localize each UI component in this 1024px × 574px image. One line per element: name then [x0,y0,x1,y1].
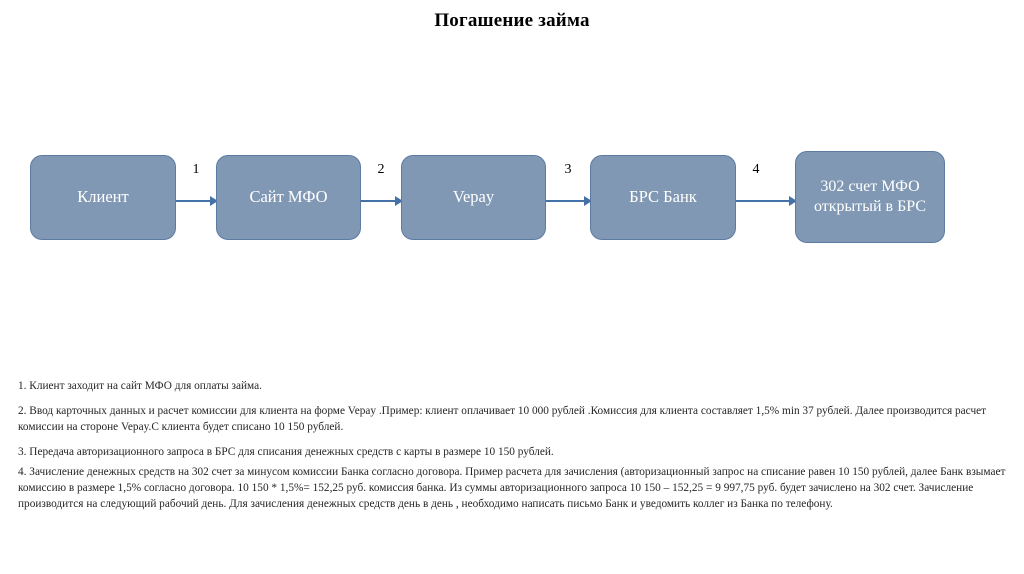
note-item-2: 2. Ввод карточных данных и расчет комисс… [18,405,987,434]
notes-block: 1. Клиент заходит на сайт МФО для оплаты… [18,378,1008,512]
arrow-head-icon [395,196,403,206]
flow-node-mfo-site-label: Сайт МФО [249,187,328,207]
flow-connector-label-3: 3 [564,162,572,177]
flow-connector-3 [546,194,592,208]
arrow-head-icon [584,196,592,206]
arrow-head-icon [210,196,218,206]
connector-line-2 [361,200,396,202]
flow-node-vepay-label: Vepay [452,187,495,207]
note-item-1: 1. Клиент заходит на сайт МФО для оплаты… [18,380,262,392]
flow-node-account-302-label: 302 счет МФО открытый в БРС [813,177,927,215]
flow-connector-4 [736,194,797,208]
flow-node-client[interactable]: Клиент [30,155,176,240]
page-title: Погашение займа [434,10,590,31]
flow-diagram: Клиент 1 Сайт МФО 2 Vepay 3 БРС Банк 4 3… [0,130,1024,260]
flow-node-mfo-site[interactable]: Сайт МФО [216,155,361,240]
connector-line-4 [736,200,790,202]
connector-line-3 [546,200,585,202]
note-item-4: 4. Зачисление денежных средств на 302 сч… [18,466,1006,511]
flow-connector-1 [176,194,218,208]
flow-connector-2 [361,194,403,208]
arrow-head-icon [789,196,797,206]
flow-connector-label-2: 2 [377,162,385,177]
connector-line-1 [176,200,211,202]
flow-node-account-302[interactable]: 302 счет МФО открытый в БРС [795,151,945,243]
note-item-3: 3. Передача авторизационного запроса в Б… [18,446,554,459]
flow-node-client-label: Клиент [77,187,129,207]
flow-node-vepay[interactable]: Vepay [401,155,546,240]
flow-node-brs-bank-label: БРС Банк [629,187,697,207]
flow-connector-label-4: 4 [752,162,760,177]
flow-connector-label-1: 1 [192,162,200,177]
flow-node-brs-bank[interactable]: БРС Банк [590,155,736,240]
